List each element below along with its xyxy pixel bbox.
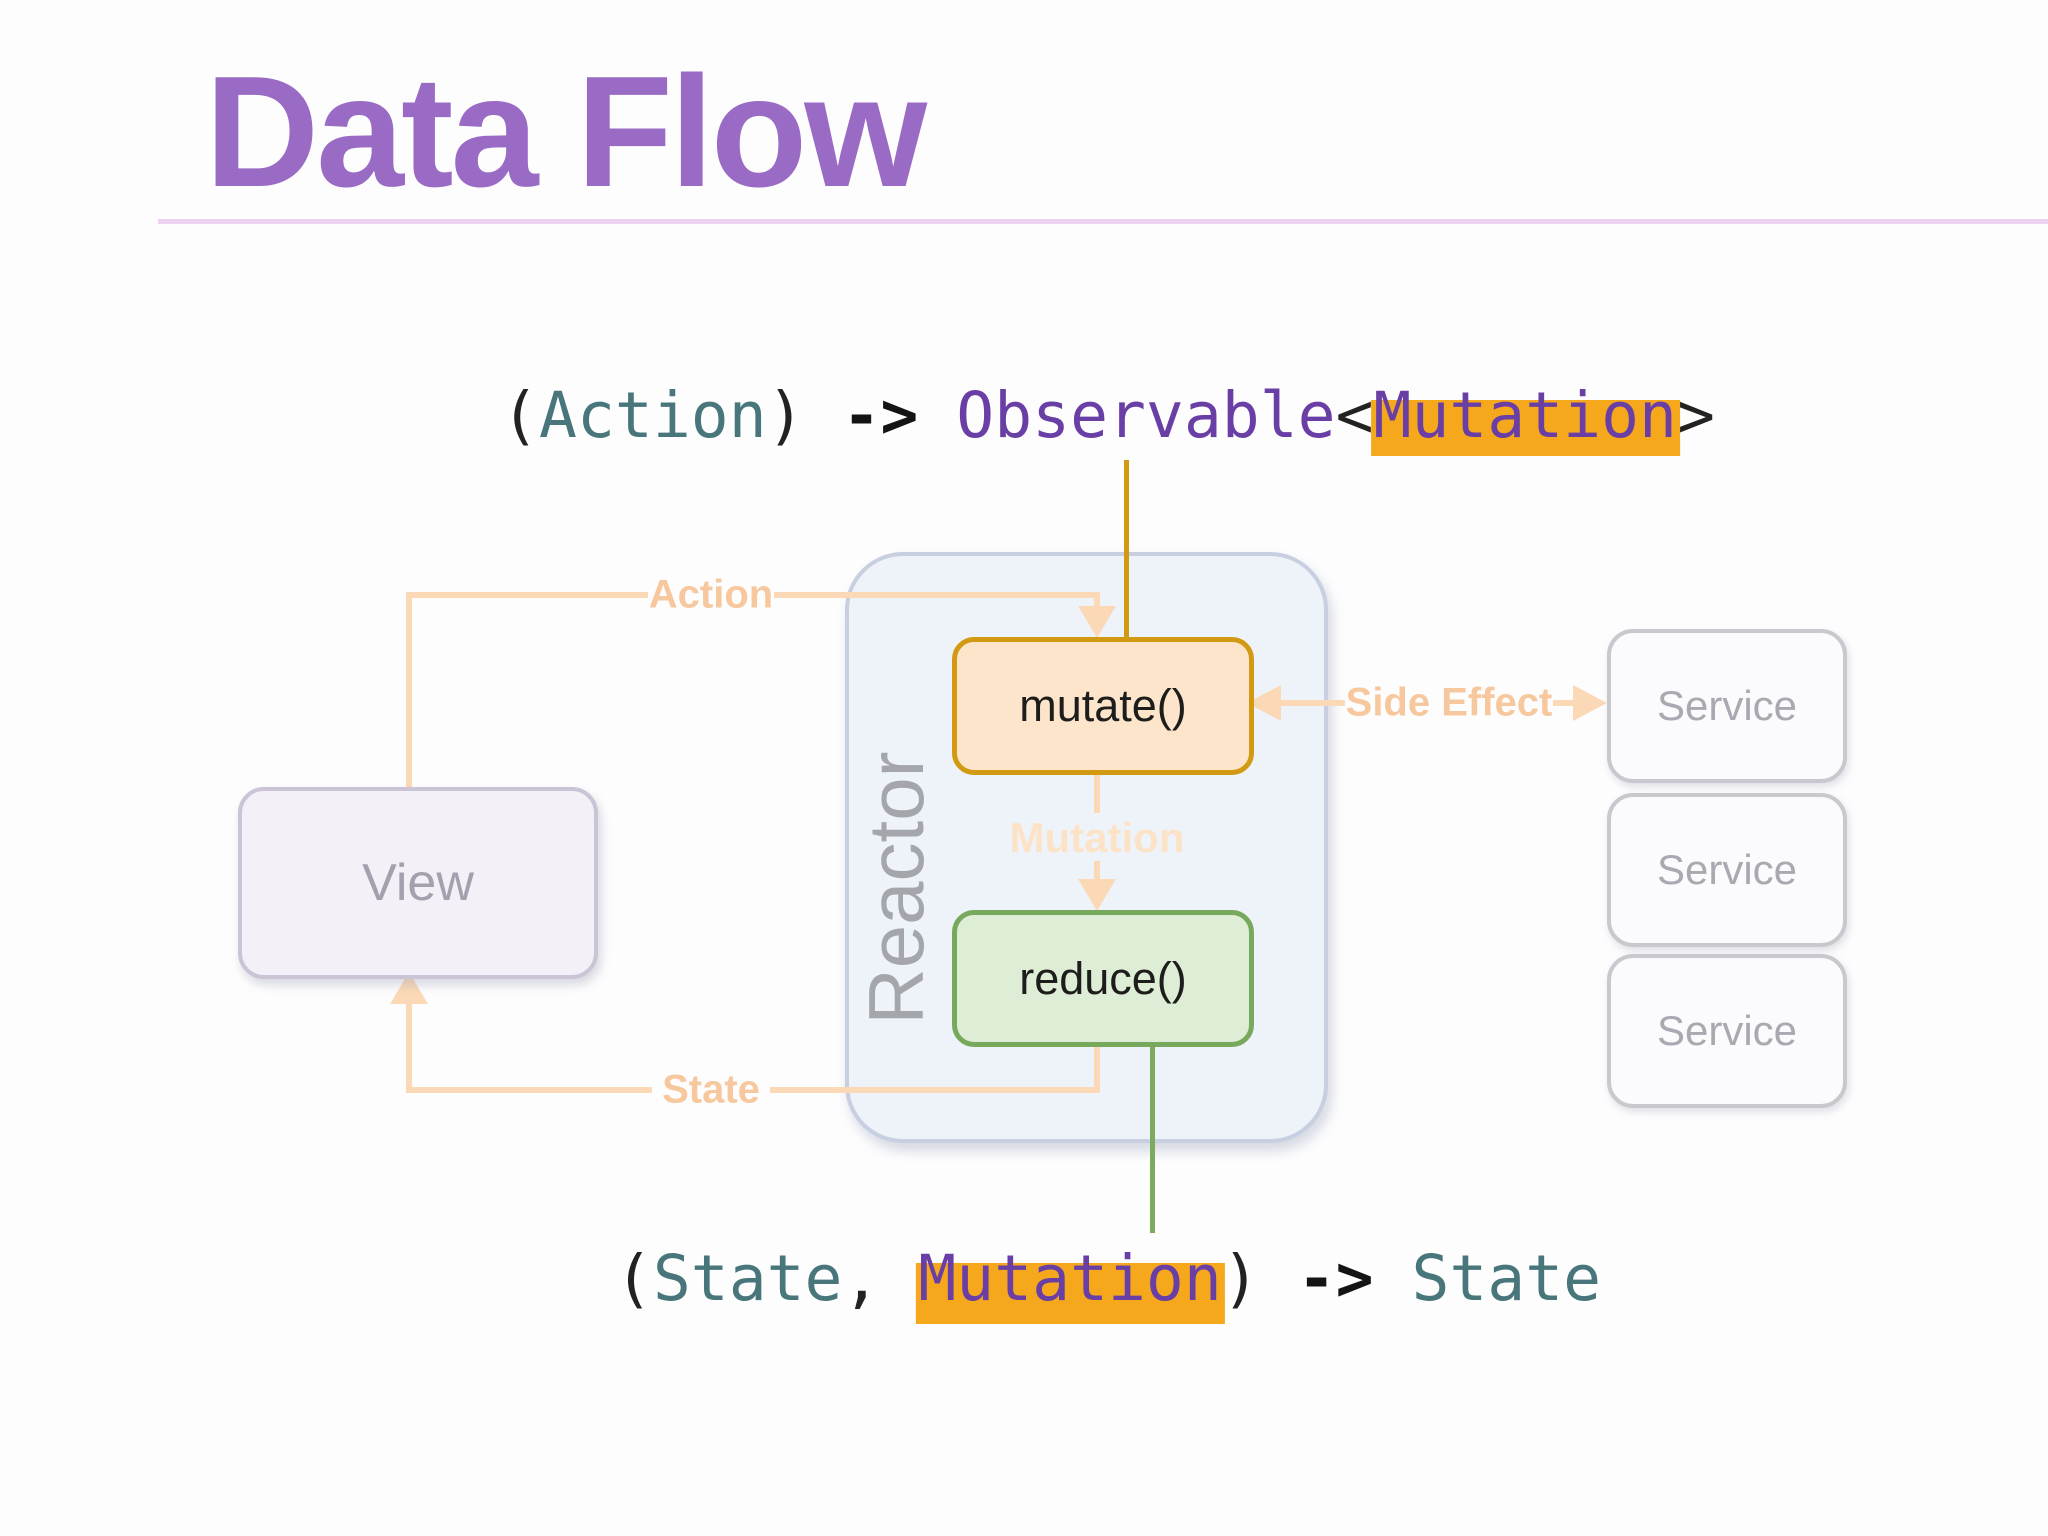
- action-edge-horizontal-b: [774, 592, 1100, 598]
- service-box-1: Service: [1607, 629, 1847, 783]
- service-box-label: Service: [1656, 682, 1798, 729]
- function-signature-top: (Action) -> Observable<Mutation>: [501, 381, 1715, 451]
- state-edge-horizontal-a: [406, 1087, 652, 1093]
- token-param-action: Action: [539, 379, 767, 452]
- state-edge-rise: [406, 1002, 412, 1091]
- token-angle-close: >: [1676, 379, 1715, 452]
- token-observable: Observable: [956, 379, 1336, 452]
- mutation-edge-label: Mutation: [1009, 814, 1185, 861]
- token-mutation-highlighted: Mutation: [918, 1242, 1222, 1315]
- token-mutation-highlighted: Mutation: [1373, 379, 1677, 452]
- service-box-3: Service: [1607, 954, 1847, 1108]
- side-effect-arrowhead-right-icon: [1573, 685, 1607, 721]
- mutation-arrowhead-icon: [1078, 879, 1116, 911]
- action-edge-horizontal-a: [406, 592, 648, 598]
- state-edge-label: State: [662, 1067, 760, 1112]
- page-title: Data Flow: [205, 44, 927, 220]
- mutate-box-label: mutate(): [1019, 680, 1187, 731]
- token-angle-open: <: [1335, 379, 1374, 452]
- side-effect-edge-b: [1553, 700, 1575, 706]
- token-arrow: ->: [804, 379, 957, 452]
- reduce-box: reduce(): [952, 910, 1254, 1047]
- view-box: View: [238, 787, 598, 979]
- connector-signature-to-mutate: [1124, 460, 1129, 642]
- token-paren-close: ): [1221, 1242, 1260, 1315]
- mutation-edge-b: [1094, 861, 1100, 881]
- reduce-box-label: reduce(): [1019, 952, 1187, 1004]
- mutation-edge-a: [1094, 765, 1100, 813]
- state-edge-horizontal-b: [770, 1087, 1100, 1093]
- connector-reduce-to-signature: [1150, 1030, 1155, 1233]
- side-effect-edge-a: [1279, 700, 1345, 706]
- title-underline: [158, 219, 2048, 224]
- action-edge-drop: [1094, 592, 1100, 610]
- service-box-label: Service: [1656, 1007, 1798, 1054]
- token-param-state: State: [652, 1242, 843, 1315]
- function-signature-bottom: (State, Mutation) -> State: [615, 1244, 1601, 1314]
- reactor-label: Reactor: [852, 751, 940, 1025]
- token-arrow: ->: [1259, 1242, 1412, 1315]
- token-paren-close: ): [766, 379, 805, 452]
- token-paren-open: (: [501, 379, 540, 452]
- view-box-label: View: [362, 854, 474, 912]
- token-return-state: State: [1411, 1242, 1602, 1315]
- side-effect-edge-label: Side Effect: [1345, 680, 1553, 725]
- token-paren-open: (: [614, 1242, 653, 1315]
- service-box-label: Service: [1656, 846, 1798, 893]
- state-edge-drop: [1094, 1030, 1100, 1093]
- service-box-2: Service: [1607, 793, 1847, 947]
- action-edge-label: Action: [648, 572, 774, 617]
- action-arrowhead-icon: [1078, 606, 1116, 638]
- action-edge-vertical: [406, 592, 412, 787]
- mutate-box: mutate(): [952, 637, 1254, 775]
- token-comma: ,: [842, 1242, 919, 1315]
